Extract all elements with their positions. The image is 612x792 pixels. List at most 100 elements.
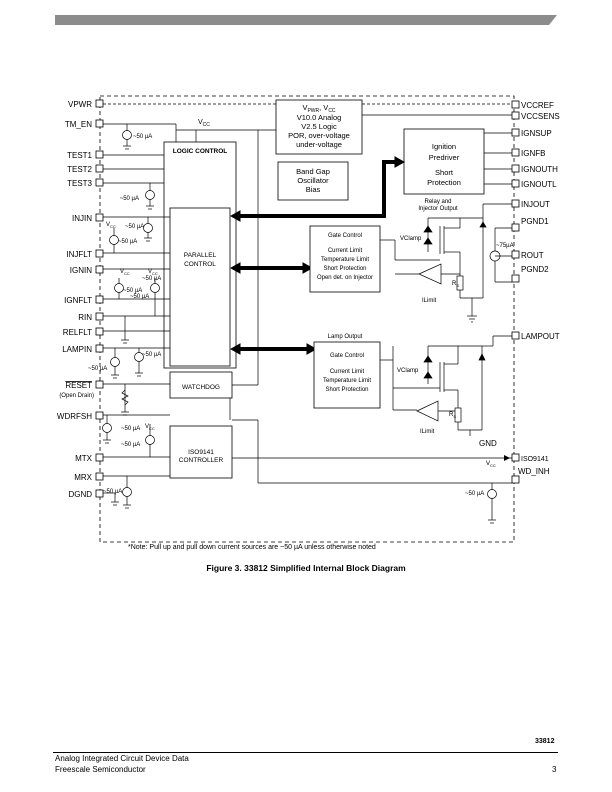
svg-text:Temperature Limit: Temperature Limit [323, 378, 371, 384]
footer-line1: Analog Integrated Circuit Device Data [55, 754, 189, 763]
svg-text:~50 µA: ~50 µA [130, 294, 149, 300]
svg-text:Band Gap: Band Gap [296, 167, 330, 176]
lamp-output-stage [380, 335, 512, 436]
chip-outline [99, 95, 515, 543]
svg-text:ISO9141: ISO9141 [188, 449, 214, 456]
pin-lampout-label: LAMPOUT [521, 332, 560, 341]
svg-text:Short: Short [435, 168, 454, 177]
svg-text:CONTROL: CONTROL [184, 261, 216, 268]
svg-text:VCC: VCC [120, 269, 130, 276]
svg-text:Gate Control: Gate Control [328, 233, 362, 239]
ground-symbols [103, 145, 496, 524]
pin-injflt-label: INJFLT [66, 250, 92, 259]
ignition-block: Ignition Predriver Short Protection [403, 128, 512, 195]
pin-ignsup-label: IGNSUP [521, 129, 552, 138]
svg-text:~50 µA: ~50 µA [123, 288, 142, 294]
svg-text:~50 µA: ~50 µA [120, 196, 139, 202]
vclamp-2: VClamp [397, 368, 419, 374]
iso-controller-block: ISO9141 CONTROLLER [169, 425, 512, 479]
rs-2: RS [449, 412, 456, 419]
cs-75ua: ~75µA [496, 243, 514, 249]
svg-text:V10.0 Analog: V10.0 Analog [297, 113, 342, 122]
footer-line2: Freescale Semiconductor [55, 765, 146, 774]
svg-text:under-voltage: under-voltage [296, 140, 342, 149]
left-pins: VPWR TM_EN TEST1 TEST2 TEST3 INJIN INJFL… [57, 99, 104, 499]
pin-rin-label: RIN [78, 313, 92, 322]
svg-text:Lamp Output: Lamp Output [328, 334, 363, 340]
right-pins: VCCREF VCCSENS IGNSUP IGNFB IGNOUTH IGNO… [511, 100, 560, 484]
svg-text:LOGIC CONTROL: LOGIC CONTROL [173, 148, 228, 155]
pin-rout-label: ROUT [521, 251, 544, 260]
pin-pgnd1-label: PGND1 [521, 217, 549, 226]
power-block: VPWR, VCC V10.0 Analog V2.5 Logic POR, o… [275, 99, 363, 155]
svg-text:POR, over-voltage: POR, over-voltage [288, 131, 350, 140]
resistors [121, 389, 129, 416]
svg-text:Short Protection: Short Protection [325, 387, 368, 393]
rs-1: RS [452, 281, 459, 288]
pin-vccsens-label: VCCSENS [521, 112, 560, 121]
pin-pgnd2-label: PGND2 [521, 265, 549, 274]
pin-ignouth-label: IGNOUTH [521, 165, 558, 174]
gate-control-injector: Gate Control Current Limit Temperature L… [309, 199, 458, 293]
pin-test2-label: TEST2 [67, 165, 92, 174]
pin-ignfb-label: IGNFB [521, 149, 545, 158]
svg-text:Injector Output: Injector Output [418, 206, 458, 212]
pin-ignflt-label: IGNFLT [64, 296, 92, 305]
pin-ignin-label: IGNIN [70, 266, 92, 275]
logic-control-block: LOGIC CONTROL PARALLEL CONTROL [163, 141, 237, 369]
svg-text:Predriver: Predriver [429, 153, 460, 162]
svg-text:~50 µA: ~50 µA [103, 489, 122, 495]
svg-text:~50 µA: ~50 µA [465, 491, 484, 497]
part-number: 33812 [535, 738, 555, 745]
pin-relflt-label: RELFLT [63, 328, 92, 337]
page-number: 3 [552, 765, 557, 774]
svg-text:Short Protection: Short Protection [323, 266, 366, 272]
svg-text:~50 µA: ~50 µA [118, 239, 137, 245]
current-sources [102, 124, 497, 520]
pin-injin-label: INJIN [72, 214, 92, 223]
bandgap-block: Band Gap Oscillator Bias [277, 161, 349, 201]
pin-ignoutl-label: IGNOUTL [521, 180, 557, 189]
svg-text:Temperature Limit: Temperature Limit [321, 257, 369, 263]
pin-vpwr-label: VPWR [68, 100, 92, 109]
pin-dgnd-label: DGND [68, 490, 92, 499]
svg-text:Current Limit: Current Limit [330, 369, 365, 375]
gate-control-lamp: Lamp Output Gate Control Current Limit T… [313, 334, 381, 409]
gnd-label: GND [479, 439, 497, 448]
svg-text:Protection: Protection [427, 178, 461, 187]
diagram-note: *Note: Pull up and pull down current sou… [128, 544, 376, 551]
pin-mtx-label: MTX [75, 454, 93, 463]
svg-text:VPWR, VCC: VPWR, VCC [302, 103, 335, 114]
svg-text:~50 µA: ~50 µA [142, 276, 161, 282]
svg-text:~50 µA: ~50 µA [88, 366, 107, 372]
svg-text:~50 µA: ~50 µA [121, 442, 140, 448]
watchdog-block: WATCHDOG [169, 371, 233, 420]
pin-reset-label: RESET [65, 381, 92, 390]
svg-text:Bias: Bias [306, 185, 321, 194]
left-wiring [103, 123, 177, 494]
header-bar [55, 15, 557, 25]
figure-caption: Figure 3. 33812 Simplified Internal Bloc… [206, 563, 406, 573]
ilimit-2: ILimit [420, 429, 435, 435]
svg-text:Oscillator: Oscillator [297, 176, 329, 185]
pin-lampin-label: LAMPIN [62, 345, 92, 354]
pin-mrx-label: MRX [74, 473, 92, 482]
svg-text:VCC: VCC [486, 461, 496, 468]
vclamp-1: VClamp [400, 236, 422, 242]
pin-injout-label: INJOUT [521, 200, 550, 209]
pin-reset-note: (Open Drain) [59, 393, 94, 399]
footer-divider [53, 752, 558, 753]
ilimit-1: ILimit [422, 298, 437, 304]
svg-text:Gate Control: Gate Control [330, 353, 364, 359]
svg-text:VCC: VCC [148, 269, 158, 276]
svg-text:V2.5 Logic: V2.5 Logic [301, 122, 337, 131]
svg-text:PARALLEL: PARALLEL [184, 252, 217, 259]
pin-test3-label: TEST3 [67, 179, 92, 188]
svg-text:~50 µA: ~50 µA [121, 426, 140, 432]
svg-text:~50 µA: ~50 µA [133, 134, 152, 140]
pin-iso9141-label: ISO9141 [521, 456, 549, 463]
svg-text:~50 µA: ~50 µA [125, 224, 144, 230]
bus-arrows [229, 156, 406, 355]
svg-text:Relay and: Relay and [424, 199, 451, 205]
pin-wd-inh-label: WD_INH [518, 467, 550, 476]
